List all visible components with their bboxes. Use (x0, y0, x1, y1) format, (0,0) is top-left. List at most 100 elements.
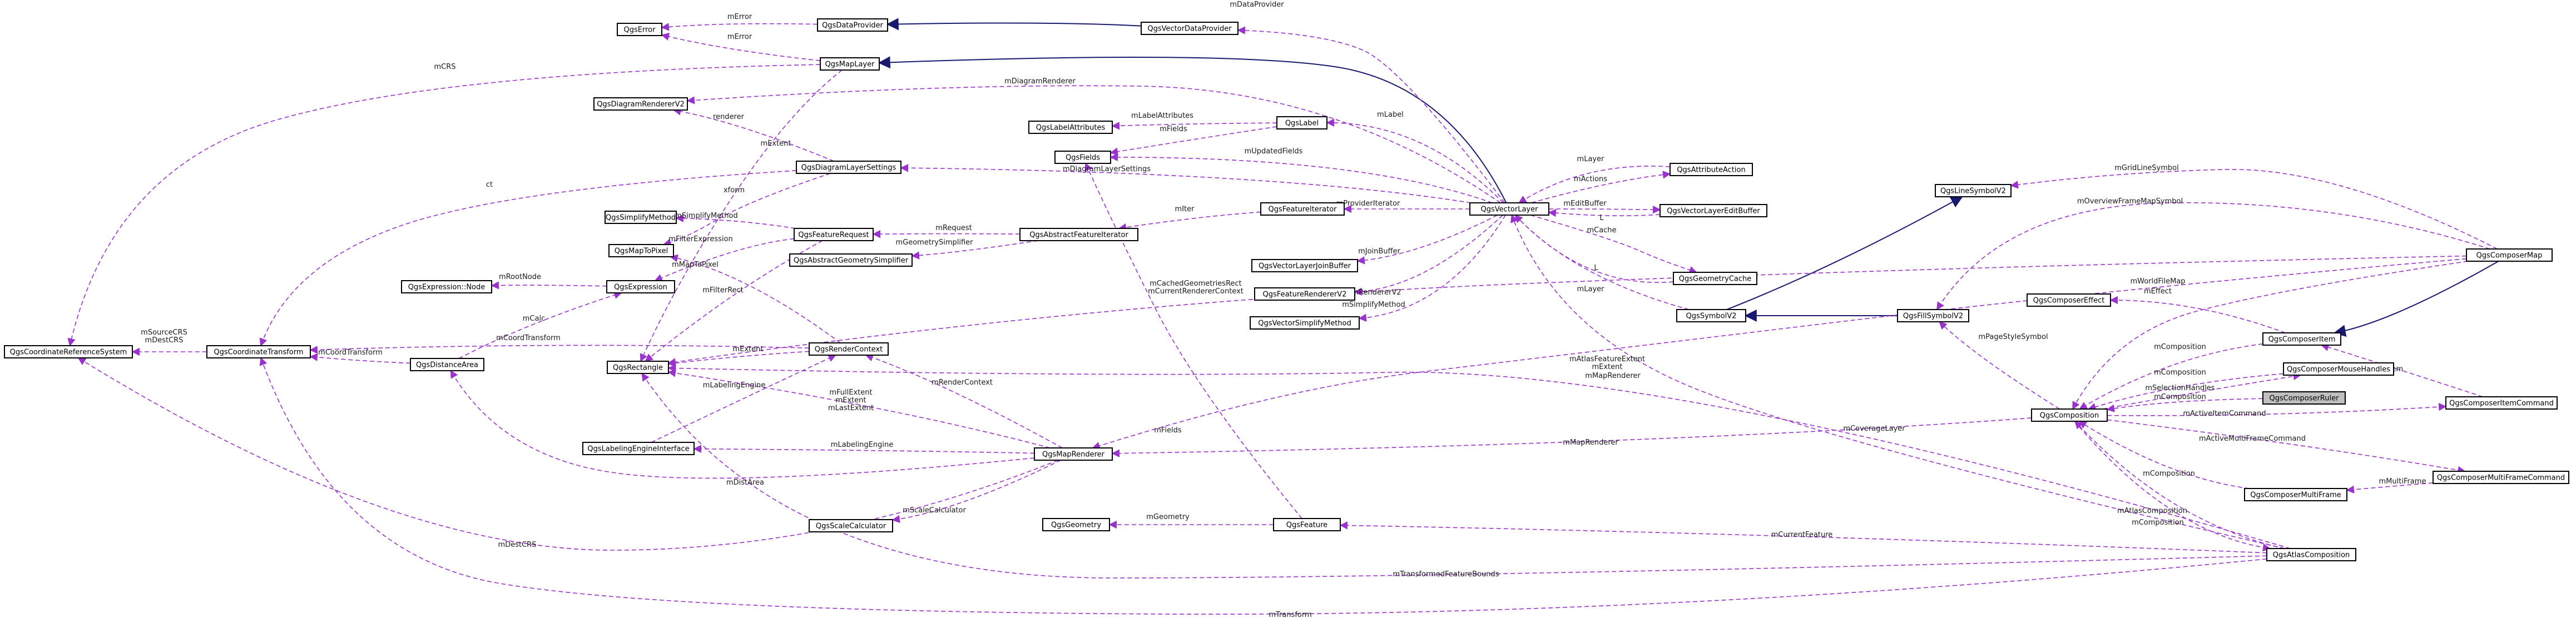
class-node-box-diagramlayersettings (796, 161, 901, 174)
class-node-joinbuffer[interactable]: QgsVectorLayerJoinBuffer (1251, 259, 1358, 272)
class-node-rendercontext[interactable]: QgsRenderContext (809, 342, 889, 356)
class-node-label-multiframecommand: QgsComposerMultiFrameCommand (2437, 474, 2565, 482)
edge-label-mLayer2: mLayer (1577, 285, 1605, 293)
class-node-multiframecommand[interactable]: QgsComposerMultiFrameCommand (2433, 471, 2569, 484)
class-node-feature[interactable]: QgsFeature (1273, 518, 1341, 531)
class-node-featurerenderer[interactable]: QgsFeatureRendererV2 (1254, 287, 1355, 301)
class-node-label-editbuffer: QgsVectorLayerEditBuffer (1667, 207, 1760, 216)
class-node-composeritem[interactable]: QgsComposerItem (2262, 332, 2341, 346)
class-node-rectangle[interactable]: QgsRectangle (607, 361, 669, 374)
class-node-distancearea[interactable]: QgsDistanceArea (410, 358, 484, 371)
class-node-maptopixel[interactable]: QgsMapToPixel (608, 244, 674, 257)
class-node-maplayer[interactable]: QgsMapLayer (820, 57, 880, 71)
edge-label-mProviderIterator: mProviderIterator (1336, 200, 1400, 208)
class-node-fields[interactable]: QgsFields (1054, 151, 1111, 164)
class-node-box-composition (2031, 408, 2108, 422)
class-node-geometrycache[interactable]: QgsGeometryCache (1673, 272, 1757, 285)
edge-label-mDiagramLayerSettings: mDiagramLayerSettings (1063, 165, 1151, 173)
dependency-edge-composeritem-to-composereffect (2109, 296, 2286, 333)
edge-label-mCoordTransform1: mCoordTransform (318, 348, 383, 357)
edge-label-mMultiFrame: mMultiFrame (2379, 477, 2426, 486)
class-node-fillsymbol[interactable]: QgsFillSymbolV2 (1897, 309, 1969, 322)
class-node-composeritemcommand[interactable]: QgsComposerItemCommand (2445, 396, 2558, 410)
dependency-edge-composition-to-fillsymbol (1939, 321, 2060, 410)
class-node-label-error: QgsError (624, 26, 656, 34)
class-node-coordinatetransform[interactable]: QgsCoordinateTransform (206, 345, 311, 358)
class-node-vectorsimplifymethod[interactable]: QgsVectorSimplifyMethod (1250, 316, 1360, 330)
class-node-simplifymethod[interactable]: QgsSimplifyMethod (605, 211, 677, 224)
edge-label-mPageStyleSymbol: mPageStyleSymbol (1978, 333, 2048, 341)
class-node-vectordataprovider[interactable]: QgsVectorDataProvider (1141, 22, 1239, 35)
class-node-maprenderer[interactable]: QgsMapRenderer (1034, 447, 1113, 461)
class-node-scalecalculator[interactable]: QgsScaleCalculator (809, 519, 893, 532)
class-node-linesymbol[interactable]: QgsLineSymbolV2 (1935, 184, 2012, 197)
dependency-edge-dataprovider-to-error (661, 23, 818, 31)
dependency-edge-multiframecommand-to-multiframe (2346, 482, 2434, 494)
edge-label-mMapToPixel: mMapToPixel (672, 261, 719, 269)
class-node-label[interactable]: QgsLabel (1276, 116, 1327, 129)
class-node-expressionnode[interactable]: QgsExpression::Node (401, 280, 492, 293)
class-node-label-label: QgsLabel (1285, 119, 1319, 128)
class-node-label-featureiterator: QgsFeatureIterator (1268, 206, 1337, 214)
class-node-vectorlayer[interactable]: QgsVectorLayer (1469, 202, 1549, 216)
dependency-edge-maprenderer-to-labelingengine (693, 445, 1035, 454)
class-node-box-label (1276, 116, 1327, 129)
edge-label-mRendererV2: mRendererV2 (1351, 288, 1401, 297)
dependency-edge-attributeaction-to-vectorlayer (1518, 166, 1671, 203)
class-node-composerruler[interactable]: QgsComposerRuler (2262, 391, 2346, 405)
class-node-label-dataprovider: QgsDataProvider (822, 22, 883, 30)
class-node-error[interactable]: QgsError (617, 23, 662, 36)
class-node-geometry[interactable]: QgsGeometry (1042, 518, 1110, 531)
class-node-box-error (617, 23, 662, 36)
class-node-diagramrenderer[interactable]: QgsDiagramRendererV2 (593, 97, 688, 111)
class-node-composermap[interactable]: QgsComposerMap (2466, 248, 2553, 262)
class-node-diagramlayersettings[interactable]: QgsDiagramLayerSettings (796, 161, 901, 174)
class-node-expression[interactable]: QgsExpression (606, 280, 675, 293)
dependency-edge-composermap-to-rectangle (667, 255, 2467, 366)
inheritance-edge-composermap-to-composeritem (2333, 261, 2499, 337)
class-node-box-featurerequest (794, 228, 874, 241)
class-node-editbuffer[interactable]: QgsVectorLayerEditBuffer (1659, 204, 1767, 217)
class-node-labelattributes[interactable]: QgsLabelAttributes (1028, 121, 1113, 134)
edge-label-mLayer1: mLayer (1577, 155, 1605, 163)
class-node-crs[interactable]: QgsCoordinateReferenceSystem (4, 345, 133, 358)
class-node-featureiterator[interactable]: QgsFeatureIterator (1260, 202, 1345, 216)
class-node-box-crs (4, 345, 133, 358)
class-node-abstractfeatureiterator[interactable]: QgsAbstractFeatureIterator (1019, 228, 1138, 241)
class-node-label-abstractfeatureiterator: QgsAbstractFeatureIterator (1029, 231, 1128, 240)
dependency-edge-atlascomposition-to-composition (2074, 420, 2285, 549)
dependency-edge-vectorlayer-to-geometrycache (1530, 215, 1698, 274)
edge-label-mJoinBuffer: mJoinBuffer (1358, 247, 1400, 256)
class-node-multiframe[interactable]: QgsComposerMultiFrame (2244, 488, 2347, 501)
class-node-abstractgeometrysimplifier[interactable]: QgsAbstractGeometrySimplifier (789, 253, 913, 267)
dependency-edge-maplayer-to-rectangle (640, 69, 843, 362)
edge-label-mOverviewFrameMapSymbol: mOverviewFrameMapSymbol (2077, 197, 2183, 206)
inheritance-edge-vectordataprovider-to-dataprovider (886, 18, 1142, 31)
edge-label-mError1: mError (727, 13, 752, 21)
edge-label-mActiveItemCommand: mActiveItemCommand (2183, 410, 2266, 418)
class-node-box-vectorsimplifymethod (1250, 316, 1360, 330)
class-node-box-multiframecommand (2433, 471, 2569, 484)
dependency-edge-maprenderer-to-rendercontext (865, 353, 1063, 448)
class-node-composition[interactable]: QgsComposition (2031, 408, 2108, 422)
class-node-attributeaction[interactable]: QgsAttributeAction (1670, 163, 1753, 176)
class-node-labelingengine[interactable]: QgsLabelingEngineInterface (582, 442, 695, 455)
class-node-dataprovider[interactable]: QgsDataProvider (817, 18, 888, 32)
class-node-label-fillsymbol: QgsFillSymbolV2 (1903, 312, 1963, 321)
edge-label-mRequest: mRequest (935, 224, 972, 232)
class-node-composereffect[interactable]: QgsComposerEffect (2027, 293, 2111, 307)
class-node-label-distancearea: QgsDistanceArea (416, 361, 478, 370)
class-node-box-expression (606, 280, 675, 293)
class-node-symbol[interactable]: QgsSymbolV2 (1676, 309, 1746, 322)
class-node-box-expressionnode (401, 280, 492, 293)
class-node-label-vectorsimplifymethod: QgsVectorSimplifyMethod (1258, 320, 1351, 328)
dependency-edge-label-to-labelattributes (1111, 122, 1277, 130)
edge-label-mMapRenderer2: mMapRenderer (1563, 438, 1618, 447)
class-node-mousehandles[interactable]: QgsComposerMouseHandles (2283, 362, 2394, 376)
class-node-atlascomposition[interactable]: QgsAtlasComposition (2266, 548, 2356, 561)
class-node-featurerequest[interactable]: QgsFeatureRequest (794, 228, 874, 241)
edge-label-mFilterExpression: mFilterExpression (668, 235, 732, 243)
class-node-label-symbol: QgsSymbolV2 (1686, 312, 1737, 321)
edges-layer (67, 18, 2499, 615)
